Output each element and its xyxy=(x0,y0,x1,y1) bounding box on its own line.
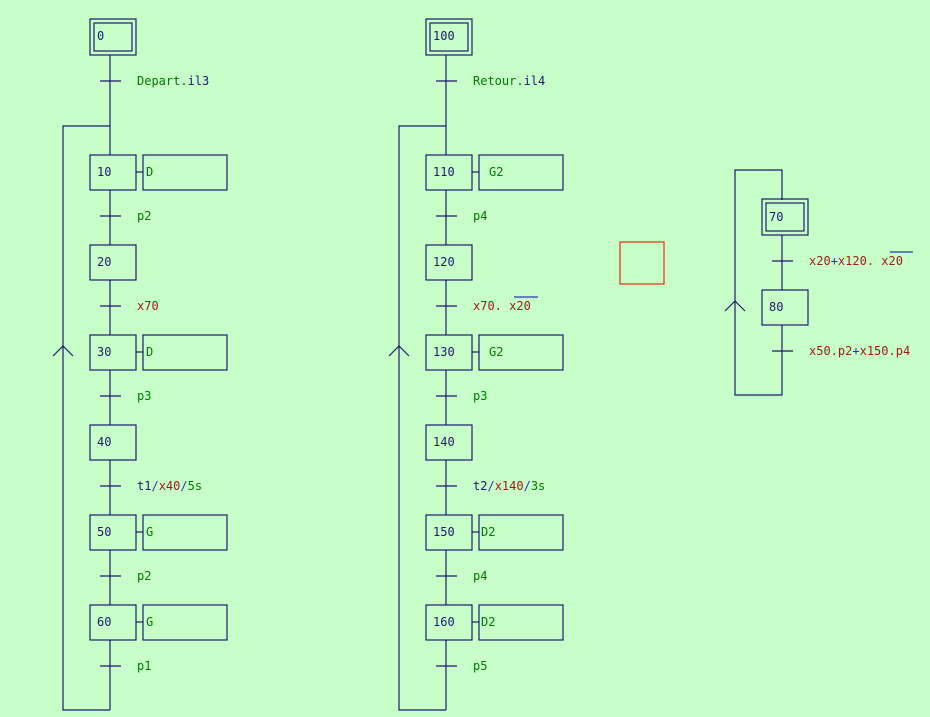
step-label-130: 130 xyxy=(433,345,455,359)
negated-x20: x20 xyxy=(509,299,531,313)
action-box-60[interactable] xyxy=(142,604,228,641)
step-label-20: 20 xyxy=(97,255,111,269)
step-label-100: 100 xyxy=(433,29,455,43)
step-label-120: 120 xyxy=(433,255,455,269)
receptivity-120: x70. x20 xyxy=(473,299,531,313)
receptivity-110: p4 xyxy=(473,209,487,223)
step-label-40: 40 xyxy=(97,435,111,449)
step-label-70: 70 xyxy=(769,210,783,224)
step-140[interactable] xyxy=(425,424,473,461)
action-label-30: D xyxy=(146,345,153,359)
initial-step-0-inner xyxy=(93,22,133,52)
initial-step-100-outer[interactable] xyxy=(425,18,473,56)
receptivity-60: p1 xyxy=(137,659,151,673)
receptivity-160: p5 xyxy=(473,659,487,673)
step-label-140: 140 xyxy=(433,435,455,449)
initial-step-70-inner xyxy=(765,202,805,232)
receptivity-50: p2 xyxy=(137,569,151,583)
receptivity-130: p3 xyxy=(473,389,487,403)
action-label-60: G xyxy=(146,615,153,629)
step-label-160: 160 xyxy=(433,615,455,629)
step-80[interactable] xyxy=(761,289,809,326)
initial-step-70-outer[interactable] xyxy=(761,198,809,236)
receptivity-40: t1/x40/5s xyxy=(137,479,202,493)
action-label-150: D2 xyxy=(481,525,495,539)
negated-x20: x20 xyxy=(881,254,903,268)
receptivity-70: x20+x120. x20 xyxy=(809,254,903,268)
receptivity-10: p2 xyxy=(137,209,151,223)
receptivity-100: Retour.il4 xyxy=(473,74,545,88)
return-loop xyxy=(734,169,783,396)
action-box-110[interactable] xyxy=(478,154,564,191)
return-loop xyxy=(398,125,446,711)
selection-box[interactable] xyxy=(619,241,665,285)
step-label-80: 80 xyxy=(769,300,783,314)
step-120[interactable] xyxy=(425,244,473,281)
action-box-50[interactable] xyxy=(142,514,228,551)
action-box-130[interactable] xyxy=(478,334,564,371)
step-label-50: 50 xyxy=(97,525,111,539)
step-40[interactable] xyxy=(89,424,137,461)
receptivity-80: x50.p2+x150.p4 xyxy=(809,344,910,358)
loop-arrow-up-icon xyxy=(52,345,74,357)
action-label-50: G xyxy=(146,525,153,539)
step-label-0: 0 xyxy=(97,29,104,43)
receptivity-0: Depart.il3 xyxy=(137,74,209,88)
loop-arrow-up-icon xyxy=(388,345,410,357)
initial-step-0-outer[interactable] xyxy=(89,18,137,56)
step-label-30: 30 xyxy=(97,345,111,359)
action-label-110: G2 xyxy=(489,165,503,179)
action-box-150[interactable] xyxy=(478,514,564,551)
step-label-60: 60 xyxy=(97,615,111,629)
grafcet-1: 0 Depart.il3 10 D p2 20 x70 30 D p3 40 xyxy=(52,18,228,711)
action-box-160[interactable] xyxy=(478,604,564,641)
receptivity-20: x70 xyxy=(137,299,159,313)
action-box-10[interactable] xyxy=(142,154,228,191)
action-label-10: D xyxy=(146,165,153,179)
receptivity-150: p4 xyxy=(473,569,487,583)
action-label-160: D2 xyxy=(481,615,495,629)
step-label-10: 10 xyxy=(97,165,111,179)
action-box-30[interactable] xyxy=(142,334,228,371)
step-label-150: 150 xyxy=(433,525,455,539)
grafcet-2: 100 Retour.il4 110 G2 p4 120 x70. x20 13… xyxy=(388,18,564,711)
grafcet-3: 70 x20+x120. x20 80 x50.p2+x150.p4 xyxy=(724,169,913,396)
step-label-110: 110 xyxy=(433,165,455,179)
receptivity-30: p3 xyxy=(137,389,151,403)
loop-arrow-up-icon xyxy=(724,300,746,312)
initial-step-100-inner xyxy=(429,22,469,52)
receptivity-140: t2/x140/3s xyxy=(473,479,545,493)
return-loop xyxy=(62,125,110,711)
action-label-130: G2 xyxy=(489,345,503,359)
step-20[interactable] xyxy=(89,244,137,281)
